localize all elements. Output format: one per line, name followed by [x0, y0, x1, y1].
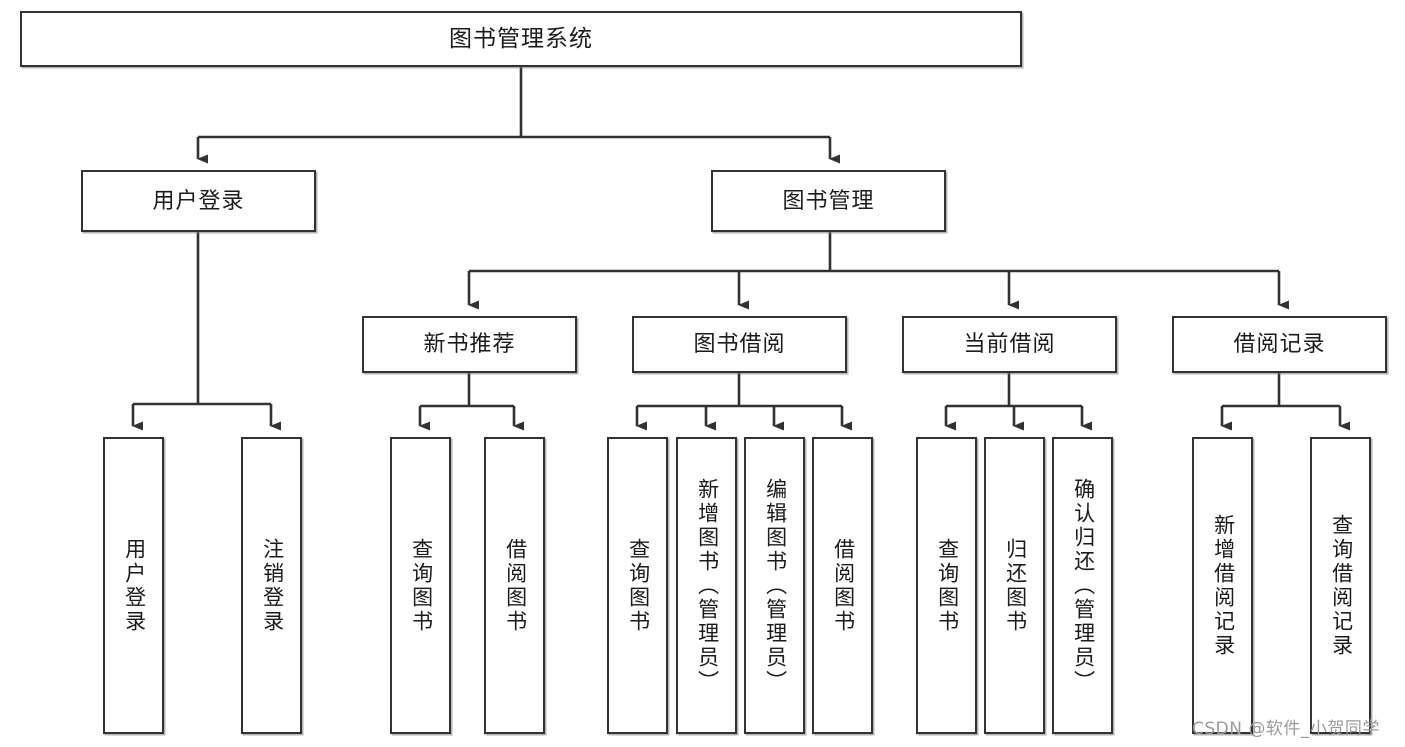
leaf-label: 查询图书 — [935, 537, 959, 634]
node-label: 图书管理系统 — [449, 25, 593, 52]
node-root-system[interactable]: 图书管理系统 — [20, 11, 1022, 67]
leaf-label: 注销登录 — [260, 537, 284, 634]
node-user-login[interactable]: 用户登录 — [81, 170, 316, 232]
node-new-book-recommend[interactable]: 新书推荐 — [362, 316, 577, 373]
leaf-node[interactable]: 新增图书（管理员） — [676, 437, 737, 734]
leaf-node[interactable]: 借阅图书 — [484, 437, 545, 734]
leaf-node[interactable]: 查询借阅记录 — [1310, 437, 1371, 734]
leaf-node[interactable]: 注销登录 — [241, 437, 302, 734]
node-book-borrow[interactable]: 图书借阅 — [632, 316, 847, 373]
leaf-label: 新增图书（管理员） — [695, 477, 719, 694]
leaf-node[interactable]: 查询图书 — [916, 437, 977, 734]
leaf-label: 用户登录 — [122, 537, 146, 634]
leaf-label: 归还图书 — [1003, 537, 1027, 634]
node-current-borrow[interactable]: 当前借阅 — [902, 316, 1117, 373]
node-label: 图书管理 — [782, 187, 875, 213]
node-label: 借阅记录 — [1233, 331, 1326, 357]
leaf-label: 编辑图书（管理员） — [763, 477, 787, 694]
watermark-text: CSDN @软件_小贺同学 — [1192, 719, 1380, 739]
leaf-label: 借阅图书 — [831, 537, 855, 634]
node-label: 用户登录 — [152, 187, 245, 213]
leaf-node[interactable]: 编辑图书（管理员） — [744, 437, 805, 734]
leaf-node[interactable]: 新增借阅记录 — [1192, 437, 1253, 734]
leaf-node[interactable]: 查询图书 — [390, 437, 451, 734]
leaf-node[interactable]: 归还图书 — [984, 437, 1045, 734]
node-label: 当前借阅 — [963, 331, 1056, 357]
leaf-node[interactable]: 确认归还（管理员） — [1052, 437, 1113, 734]
leaf-label: 新增借阅记录 — [1211, 513, 1235, 658]
leaf-label: 查询借阅记录 — [1329, 513, 1353, 658]
node-label: 新书推荐 — [423, 331, 516, 357]
leaf-label: 确认归还（管理员） — [1071, 477, 1095, 694]
node-borrow-record[interactable]: 借阅记录 — [1172, 316, 1387, 373]
node-book-management[interactable]: 图书管理 — [711, 170, 946, 232]
leaf-node[interactable]: 用户登录 — [103, 437, 164, 734]
leaf-node[interactable]: 借阅图书 — [812, 437, 873, 734]
leaf-label: 查询图书 — [626, 537, 650, 634]
node-label: 图书借阅 — [693, 331, 786, 357]
leaf-node[interactable]: 查询图书 — [607, 437, 668, 734]
leaf-label: 查询图书 — [409, 537, 433, 634]
leaf-label: 借阅图书 — [503, 537, 527, 634]
